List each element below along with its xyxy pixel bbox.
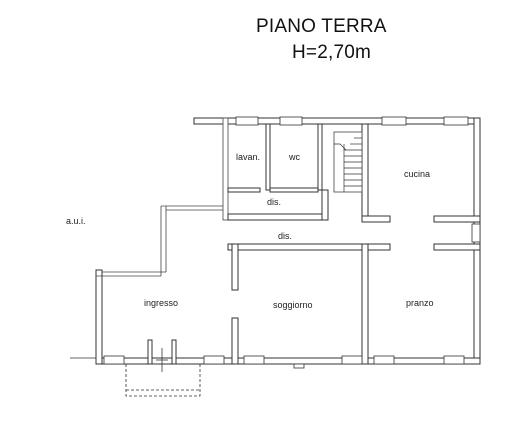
interior-walls bbox=[227, 123, 481, 365]
wall-soggiorno-left-lower bbox=[231, 317, 239, 365]
window-soggiorno-2[interactable] bbox=[341, 355, 363, 365]
entrance bbox=[125, 339, 201, 397]
label-aui: a.u.i. bbox=[66, 216, 86, 226]
vent-grille bbox=[293, 363, 305, 369]
stair bbox=[334, 137, 362, 192]
wall-bottom bbox=[95, 357, 481, 365]
window-pranzo-2[interactable] bbox=[443, 355, 465, 365]
plan-title: PIANO TERRA bbox=[256, 16, 387, 37]
window-cucina-1[interactable] bbox=[381, 116, 407, 126]
label-disimpegno-lower: dis. bbox=[278, 231, 292, 241]
room-labels: lavan. wc dis. dis. cucina a.u.i. ingres… bbox=[66, 152, 434, 310]
window-lavan[interactable] bbox=[235, 116, 259, 126]
entrance-jamb-right bbox=[171, 339, 177, 365]
label-wc: wc bbox=[288, 152, 300, 162]
wall-soggiorno-left-upper bbox=[231, 243, 239, 291]
wall-wc-bottom bbox=[269, 187, 319, 193]
wall-dis-upper-right bbox=[321, 189, 329, 221]
label-ingresso: ingresso bbox=[144, 298, 178, 308]
entrance-canopy bbox=[125, 364, 201, 397]
window-cucina-2[interactable] bbox=[443, 116, 469, 126]
label-disimpegno-upper: dis. bbox=[267, 197, 281, 207]
outer-walls bbox=[70, 117, 481, 365]
window-wc[interactable] bbox=[279, 116, 303, 126]
wall-ingresso-left bbox=[95, 269, 103, 365]
wall-lavan-bottom bbox=[227, 187, 261, 193]
windows bbox=[103, 116, 481, 369]
label-soggiorno: soggiorno bbox=[273, 300, 313, 310]
wall-pranzo-top-right bbox=[433, 243, 481, 251]
wall-dis-upper-bottom bbox=[227, 213, 329, 221]
window-ingresso-2[interactable] bbox=[203, 355, 225, 365]
entrance-jamb-left bbox=[147, 339, 153, 365]
label-pranzo: pranzo bbox=[406, 298, 434, 308]
plan-height-label: H=2,70m bbox=[292, 42, 372, 63]
window-soggiorno-1[interactable] bbox=[243, 355, 265, 365]
wall-lavan-wc bbox=[265, 123, 271, 191]
stair-turn bbox=[334, 143, 347, 151]
label-cucina: cucina bbox=[404, 169, 430, 179]
wall-cucina-bottom-right bbox=[433, 215, 481, 223]
wall-service-left bbox=[222, 117, 229, 221]
window-pranzo-1[interactable] bbox=[373, 355, 395, 365]
wall-cucina-bottom-left bbox=[361, 215, 391, 223]
window-east[interactable] bbox=[471, 223, 481, 243]
wall-cucina-left bbox=[361, 123, 369, 221]
label-lavanderia: lavan. bbox=[236, 152, 260, 162]
wall-soggiorno-top bbox=[227, 243, 363, 251]
wall-pranzo-left bbox=[361, 243, 369, 365]
window-ingresso-1[interactable] bbox=[103, 355, 125, 365]
wall-wc-right bbox=[317, 123, 323, 191]
